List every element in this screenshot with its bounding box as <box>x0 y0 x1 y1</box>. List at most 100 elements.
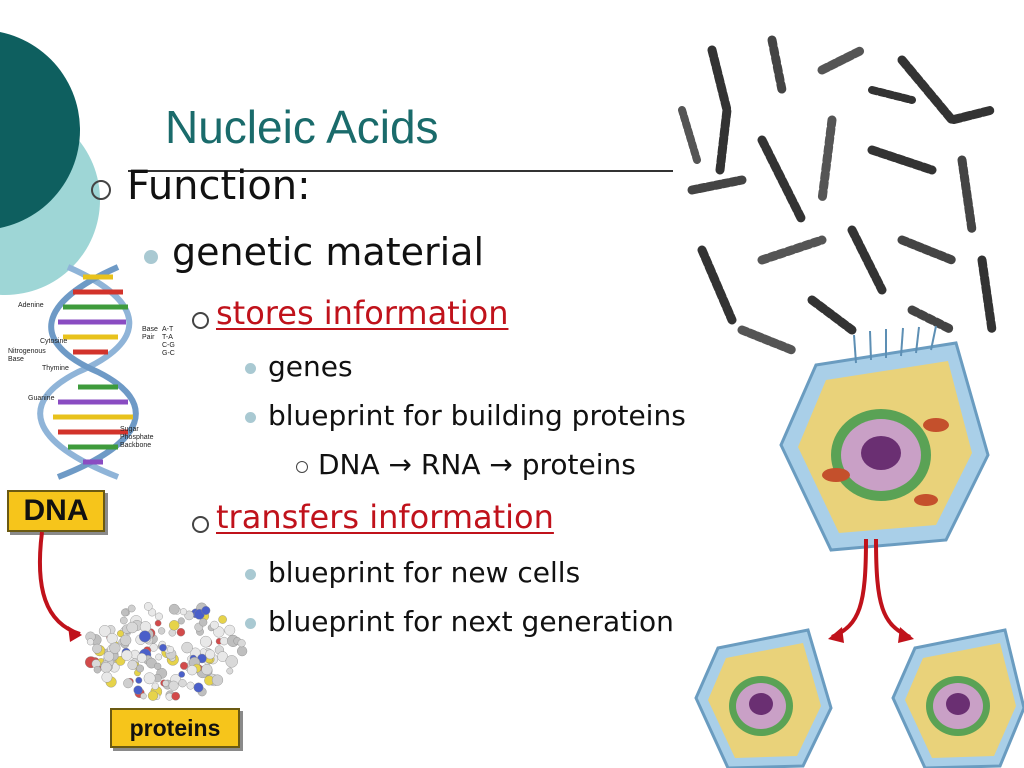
protein-atom <box>181 641 193 654</box>
bullet-dot-icon <box>245 618 256 629</box>
protein-atom <box>127 659 138 670</box>
bullet-transfers-information: transfers information <box>216 498 554 536</box>
protein-atom <box>201 663 213 675</box>
protein-atom <box>121 649 133 661</box>
protein-atom <box>237 639 246 648</box>
cell-division-arrows <box>828 538 914 643</box>
bullet-blueprint-generation: blueprint for next generation <box>268 605 674 638</box>
protein-atom <box>201 606 211 615</box>
protein-atom <box>155 612 163 621</box>
protein-atom <box>159 643 167 652</box>
bullet-ring-icon <box>91 180 111 200</box>
protein-atom <box>139 630 151 643</box>
protein-atom <box>178 671 185 678</box>
proteins-label-text: proteins <box>129 715 221 741</box>
protein-atom <box>225 655 238 668</box>
protein-atom <box>120 634 132 646</box>
protein-atom <box>205 649 216 660</box>
protein-atom <box>179 661 188 670</box>
bullet-dna-rna-proteins: DNA → RNA → proteins <box>318 448 636 481</box>
dna-to-protein-arrow <box>37 531 82 642</box>
animal-cell-image <box>779 325 990 552</box>
bullet-dot-icon <box>245 363 256 374</box>
protein-atom <box>86 638 94 646</box>
protein-atom <box>213 626 225 638</box>
bullet-ring-icon <box>192 516 209 533</box>
bullet-genetic-material: genetic material <box>172 230 484 274</box>
protein-atom <box>211 674 224 686</box>
bullet-stores-information: stores information <box>216 294 509 332</box>
bullet-blueprint-cells: blueprint for new cells <box>268 556 581 589</box>
daughter-cell-right-image <box>891 628 1024 768</box>
protein-atom <box>166 646 174 654</box>
protein-atom <box>154 619 162 627</box>
protein-atom <box>136 664 144 673</box>
protein-atom <box>218 615 227 624</box>
protein-atom <box>179 608 187 616</box>
protein-atom <box>137 653 147 663</box>
protein-atom <box>151 682 159 690</box>
label-pair-1: T-A <box>162 334 173 341</box>
protein-atom <box>133 685 143 695</box>
protein-atom <box>144 602 153 611</box>
dna-label-box: DNA <box>7 490 105 532</box>
label-nitrogenous-base: Nitrogenous Base <box>8 348 46 363</box>
protein-atom <box>168 603 180 615</box>
protein-atom <box>148 608 157 617</box>
protein-atom <box>226 667 234 675</box>
label-base-pair: Base Pair <box>142 326 158 341</box>
protein-atom <box>121 608 129 617</box>
protein-molecule-image <box>84 602 248 701</box>
label-pair-3: G-C <box>162 350 175 357</box>
protein-atom <box>109 642 121 654</box>
dna-helix-diagram: Adenine Cytosine Nitrogenous Base Thymin… <box>8 262 178 487</box>
protein-atom <box>93 665 102 674</box>
protein-atom <box>117 630 125 638</box>
protein-atom <box>210 620 219 630</box>
bullet-ring-icon <box>192 312 209 329</box>
dna-label-text: DNA <box>23 494 89 527</box>
protein-atom <box>98 625 111 637</box>
protein-atom <box>200 635 212 648</box>
protein-atom <box>176 628 186 637</box>
protein-atom <box>168 620 180 631</box>
protein-atom <box>237 645 248 657</box>
protein-atom <box>120 616 128 625</box>
bullet-ring-icon <box>296 461 308 473</box>
label-pair-0: A-T <box>162 326 174 333</box>
protein-atom <box>147 690 159 701</box>
bullet-genes: genes <box>268 350 353 383</box>
protein-atom <box>154 662 162 670</box>
protein-atom <box>100 661 112 673</box>
protein-atom <box>219 636 229 646</box>
protein-atom <box>184 610 194 621</box>
protein-atom <box>162 680 170 687</box>
protein-atom <box>168 680 179 691</box>
label-guanine: Guanine <box>28 395 55 402</box>
protein-atom <box>177 617 185 625</box>
protein-atom <box>92 643 103 654</box>
protein-atom <box>103 651 114 662</box>
chromosomes-image <box>678 35 997 355</box>
slide-title: Nucleic Acids <box>165 101 439 153</box>
protein-atom <box>127 604 136 613</box>
protein-atom <box>224 624 236 636</box>
protein-atom <box>140 692 147 700</box>
protein-atom <box>186 681 195 690</box>
protein-atom <box>217 651 228 662</box>
bullet-dot-icon <box>245 412 256 423</box>
daughter-cell-left-image <box>694 628 833 768</box>
protein-atom <box>171 691 180 701</box>
label-cytosine: Cytosine <box>40 338 68 345</box>
protein-atom <box>126 621 138 634</box>
bullet-dot-icon <box>144 250 158 264</box>
label-adenine: Adenine <box>18 302 44 309</box>
label-thymine: Thymine <box>42 365 69 372</box>
protein-atom <box>106 633 118 645</box>
title-underline <box>128 170 673 172</box>
bullet-function: Function: <box>127 163 311 209</box>
decorative-teal-circles <box>0 32 100 295</box>
protein-atom <box>135 676 143 684</box>
bullet-dot-icon <box>245 569 256 580</box>
protein-atom <box>123 678 133 689</box>
